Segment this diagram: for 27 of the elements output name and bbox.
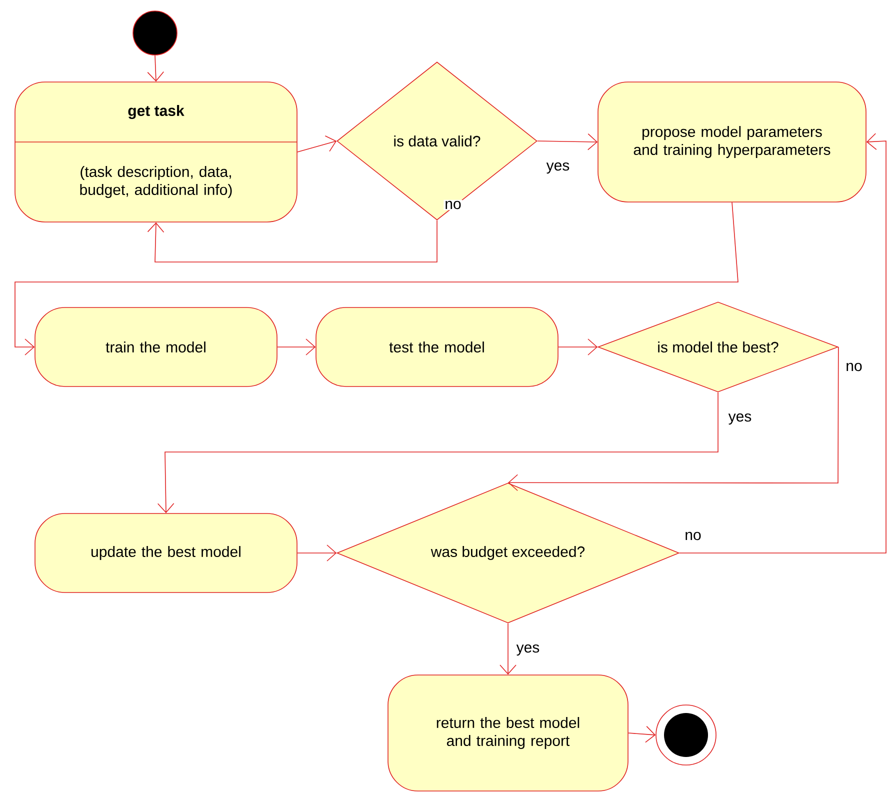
arrow <box>14 202 738 356</box>
arrow <box>500 623 516 675</box>
activity-box: train the model <box>34 307 278 387</box>
edge-label: yes <box>727 412 753 426</box>
edge-label: yes <box>515 643 541 657</box>
arrow <box>147 220 438 262</box>
edge-label: no <box>444 200 462 210</box>
activity-box: test the model <box>316 307 558 387</box>
edge-label: no <box>844 362 864 372</box>
edge-label: no <box>684 530 702 542</box>
arrow <box>157 392 718 514</box>
activity-box: update the best model <box>34 513 298 593</box>
arrow <box>628 726 656 743</box>
start-node <box>132 10 178 56</box>
arrow <box>508 346 839 492</box>
activity-box: propose model parameters and training hyperparameters <box>598 82 866 202</box>
arrow <box>558 338 598 356</box>
arrow <box>277 338 316 356</box>
activity-box: return the best model and training report <box>388 674 628 792</box>
end-node <box>656 704 716 766</box>
arrow <box>297 136 337 152</box>
arrow <box>537 133 598 150</box>
arrow <box>147 55 164 82</box>
activity-box: get task (task description, data, budget, additional info) <box>14 82 298 222</box>
edge-label: yes <box>545 161 571 175</box>
arrow <box>679 133 886 554</box>
arrow <box>297 544 337 562</box>
